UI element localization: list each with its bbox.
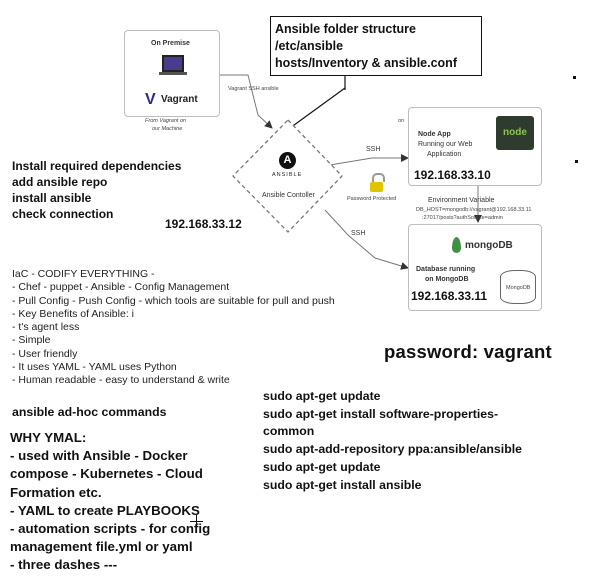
mongo-title-1: Database running (416, 266, 476, 273)
setup-step: check connection (12, 207, 114, 221)
on-premise-title: On Premise (151, 40, 190, 47)
env-line-2: :27017/posts?authSource=admin (422, 215, 503, 221)
vagrant-to-controller-line (220, 74, 273, 129)
setup-step: add ansible repo (12, 175, 108, 189)
callout-pointer-line (289, 87, 346, 129)
iac-item: - Key Benefits of Ansible: i (12, 307, 134, 320)
on-premise-caption-1: From Vagrant on (145, 118, 187, 124)
node-ip: 192.168.33.10 (414, 168, 491, 182)
why-yaml-line: Formation etc. (10, 484, 102, 500)
node-top-fragment: on (398, 118, 405, 124)
ssh-label-bottom: SSH (351, 230, 366, 237)
command-line: sudo apt-get update (263, 389, 381, 403)
iac-item: IaC - CODIFY EVERYTHING - (12, 268, 155, 280)
on-premise-caption-2: our Machine (152, 126, 183, 132)
iac-item: - Chef - puppet - Ansible - Config Manag… (12, 281, 230, 294)
iac-item: - t's agent less (12, 321, 80, 334)
setup-step: install ansible (12, 191, 92, 205)
why-yaml-notes: WHY YMAL: - used with Ansible - Docker c… (10, 429, 210, 575)
iac-notes: IaC - CODIFY EVERYTHING - - Chef - puppe… (12, 268, 335, 388)
why-yaml-line: - three dashes --- (10, 557, 118, 573)
iac-item: - Human readable - easy to understand & … (12, 374, 230, 387)
command-line: common (263, 424, 315, 439)
why-yaml-line: - YAML to create PLAYBOOKS (10, 502, 200, 518)
node-title-2: Running our Web (418, 141, 473, 148)
callout-line-3: hosts/Inventory & ansible.conf (275, 56, 457, 70)
password-note: password: vagrant (384, 341, 552, 362)
mongodb-leaf-icon (452, 237, 461, 253)
env-line-1: DB_HOST=mongodb://vagrant@192.168.33.11 (416, 207, 532, 213)
command-line: sudo apt-add-repository ppa:ansible/ansi… (263, 442, 522, 457)
controller-to-node-line (329, 154, 409, 166)
why-yaml-line: - automation scripts - for config (10, 521, 211, 537)
why-yaml-line: - used with Ansible - Docker (10, 448, 188, 464)
node-title-1: Node App (418, 131, 451, 138)
folder-structure-callout: Ansible folder structure /etc/ansible ho… (270, 16, 482, 76)
database-cylinder-icon: MongoDB (500, 270, 536, 304)
install-commands: sudo apt-get update sudo apt-get install… (263, 388, 522, 494)
command-line: sudo apt-get update (263, 459, 381, 474)
password-protected-label: Password Protected (347, 196, 397, 202)
command-line: sudo apt-get install software-properties… (263, 406, 499, 421)
nodejs-logo-icon: node (496, 116, 534, 150)
iac-item: - User friendly (12, 347, 78, 360)
vagrant-label: Vagrant (161, 94, 198, 105)
controller-ip: 192.168.33.12 (165, 217, 242, 231)
iac-item: - Pull Config - Push Config - which tool… (12, 294, 335, 307)
iac-item: - It uses YAML - YAML uses Python (12, 361, 177, 374)
controller-to-mongo-line (324, 209, 409, 270)
laptop-icon (159, 55, 187, 75)
db-label: MongoDB (506, 285, 531, 291)
why-yaml-line: compose - Kubernetes - Cloud (10, 466, 203, 482)
mongo-title-2: on MongoDB (425, 276, 469, 283)
mongo-ip: 192.168.33.11 (411, 289, 488, 303)
setup-step: Install required dependencies (12, 159, 182, 173)
adhoc-title: ansible ad-hoc commands (12, 405, 167, 419)
callout-line-1: Ansible folder structure (275, 22, 416, 36)
vagrant-logo-icon: V (145, 91, 156, 108)
why-yaml-line: management file.yml or yaml (10, 539, 193, 555)
command-line: sudo apt-get install ansible (263, 477, 422, 492)
iac-item: - Simple (12, 334, 51, 347)
ansible-logo-text: ANSIBLE (272, 172, 303, 178)
controller-diamond (232, 119, 343, 233)
ssh-label-top: SSH (366, 146, 381, 153)
ansible-logo-icon: A (279, 152, 296, 169)
node-title-3: Application (427, 151, 462, 158)
env-title: Environment Variable (428, 197, 495, 204)
crosshair-cursor-icon (190, 515, 203, 528)
callout-line-2: /etc/ansible (275, 39, 344, 53)
stray-dot (573, 76, 576, 79)
on-premise-box: On Premise V Vagrant (124, 30, 220, 117)
vagrant-ssh-label: Vagrant SSH ansible (228, 86, 279, 92)
setup-steps: Install required dependencies add ansibl… (12, 158, 181, 222)
why-yaml-line: WHY YMAL: (10, 430, 87, 445)
controller-label: Ansible Contoller (262, 192, 315, 199)
lock-icon (370, 173, 385, 192)
stray-dot (575, 160, 578, 163)
mongodb-logo-text: mongoDB (465, 240, 513, 251)
